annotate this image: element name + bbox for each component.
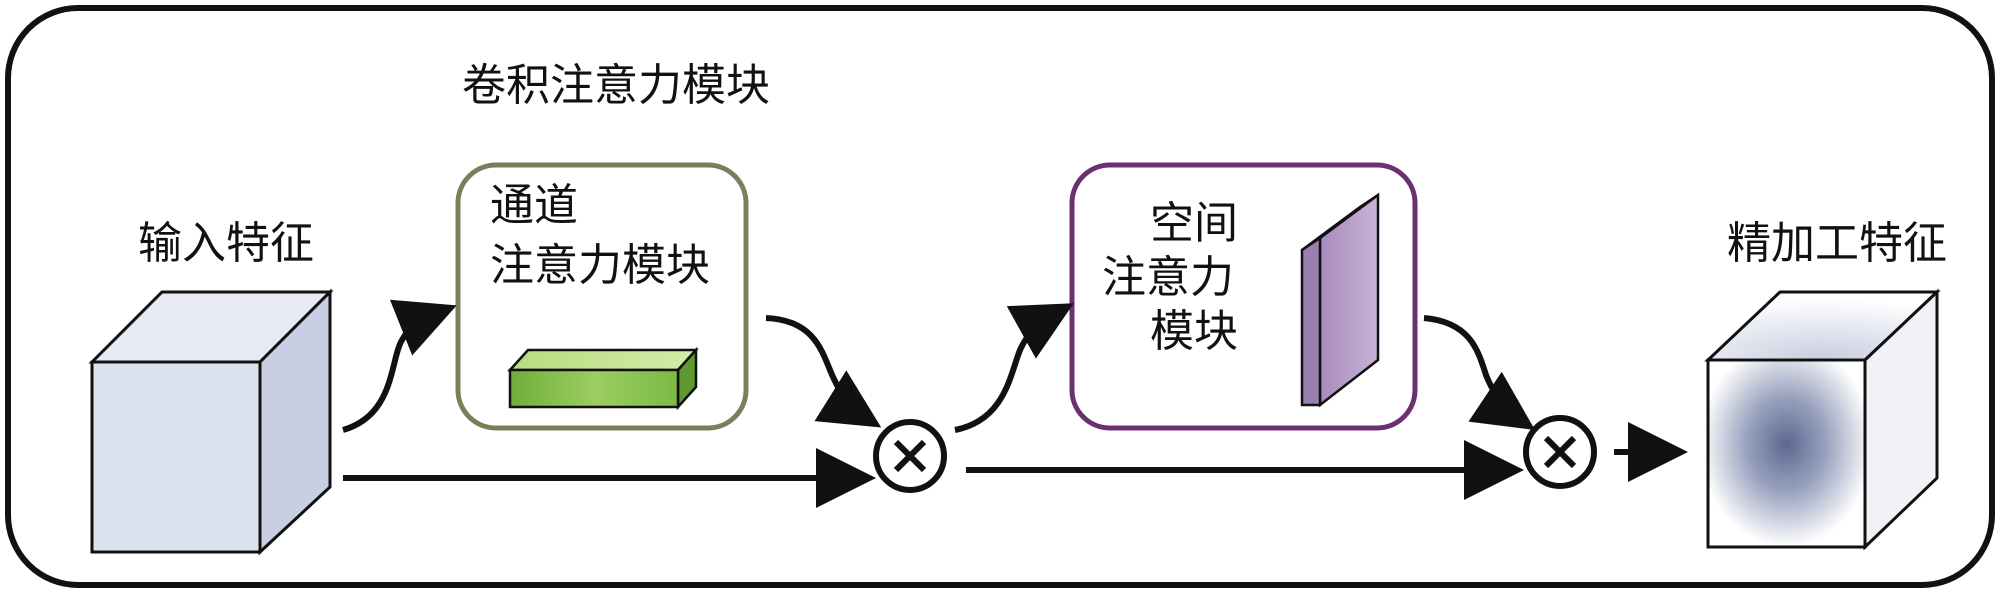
multiply-operator-1 (873, 419, 947, 493)
channel-module-label-line2: 注意力模块 (490, 240, 710, 291)
spatial-module-label-line3: 模块 (1150, 306, 1238, 357)
output-cube (1704, 288, 1941, 551)
spatial-module-label-line1: 空间 (1150, 198, 1238, 249)
arrow-multiply-1-to-spatial (954, 303, 1074, 433)
spatial-module-label-line2: 注意力 (1102, 252, 1234, 303)
arrow-spatial-to-multiply-2 (1423, 315, 1535, 430)
diagram-title: 卷积注意力模块 (462, 60, 770, 111)
multiply-operator-2 (1523, 415, 1597, 489)
arrow-input-to-channel (342, 299, 457, 433)
channel-module-label-line1: 通道 (490, 180, 578, 231)
spatial-plate (1300, 192, 1380, 408)
input-cube (88, 288, 334, 556)
channel-bar (507, 346, 699, 411)
outer-frame (5, 5, 1995, 588)
arrow-channel-to-multiply-1 (765, 315, 882, 428)
output-feature-label: 精加工特征 (1727, 218, 1947, 269)
input-feature-label: 输入特征 (138, 218, 314, 269)
